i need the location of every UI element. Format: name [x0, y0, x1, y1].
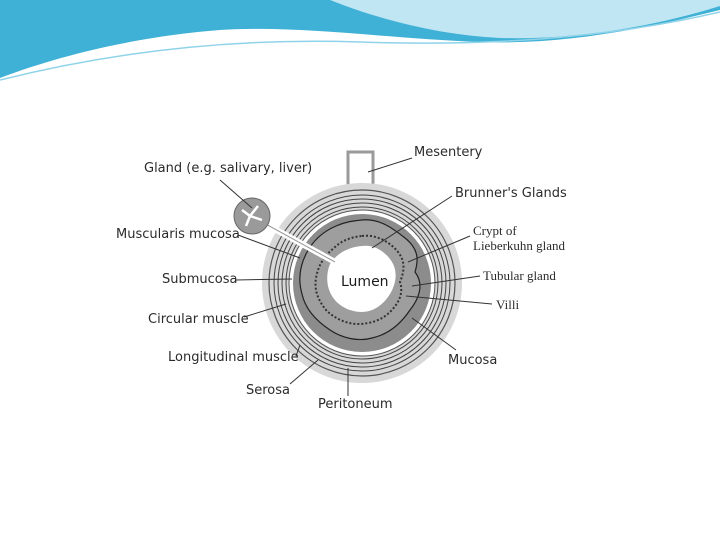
header-wave — [0, 0, 720, 81]
label-circular-muscle: Circular muscle — [148, 312, 249, 327]
longitudinal-muscle-ring-2 — [277, 198, 447, 368]
label-longitudinal-muscle: Longitudinal muscle — [168, 350, 299, 365]
header-wave-light — [330, 0, 720, 39]
circular-muscle-ring-2 — [285, 206, 439, 360]
label-brunners-glands: Brunner's Glands — [455, 186, 567, 201]
header-wave-line — [0, 11, 720, 81]
leader-serosa — [289, 359, 319, 385]
label-crypt-line2: Lieberkuhn gland — [473, 238, 566, 253]
gland-duct-edge — [261, 221, 336, 263]
label-mucosa: Mucosa — [448, 353, 497, 368]
label-crypt-line1: Crypt of — [473, 223, 517, 238]
lumen-space — [327, 245, 396, 312]
label-gland: Gland (e.g. salivary, liver) — [144, 161, 312, 176]
leader-longitudinal — [295, 344, 301, 357]
leader-mucosa — [411, 317, 457, 351]
gland-lobules — [241, 205, 263, 227]
label-muscularis-mucosa: Muscularis mucosa — [116, 227, 240, 242]
peritoneum-ring — [268, 189, 456, 377]
leader-circular — [243, 303, 287, 318]
label-villi: Villi — [496, 297, 519, 312]
label-tubular-gland: Tubular gland — [483, 268, 556, 283]
leader-tubular — [411, 275, 481, 287]
circular-muscle-ring-1 — [281, 202, 443, 364]
leader-brunners — [371, 195, 453, 249]
leader-gland — [219, 179, 253, 209]
label-peritoneum: Peritoneum — [318, 397, 393, 412]
intestine-cross-section: Lumen — [233, 150, 462, 383]
leader-submucosa — [235, 278, 293, 281]
label-mesentery: Mesentery — [414, 145, 483, 160]
lumen-label: Lumen — [341, 274, 389, 290]
longitudinal-muscle-ring-1 — [273, 194, 451, 372]
leader-muscularis — [237, 234, 301, 259]
leader-mesentery — [367, 157, 413, 173]
leader-lines — [219, 157, 493, 396]
diagram-labels: Gland (e.g. salivary, liver) Mesentery B… — [116, 145, 567, 412]
leader-crypt — [407, 235, 471, 263]
label-submucosa: Submucosa — [162, 272, 238, 287]
label-serosa: Serosa — [246, 383, 290, 398]
leader-villi — [405, 295, 493, 305]
